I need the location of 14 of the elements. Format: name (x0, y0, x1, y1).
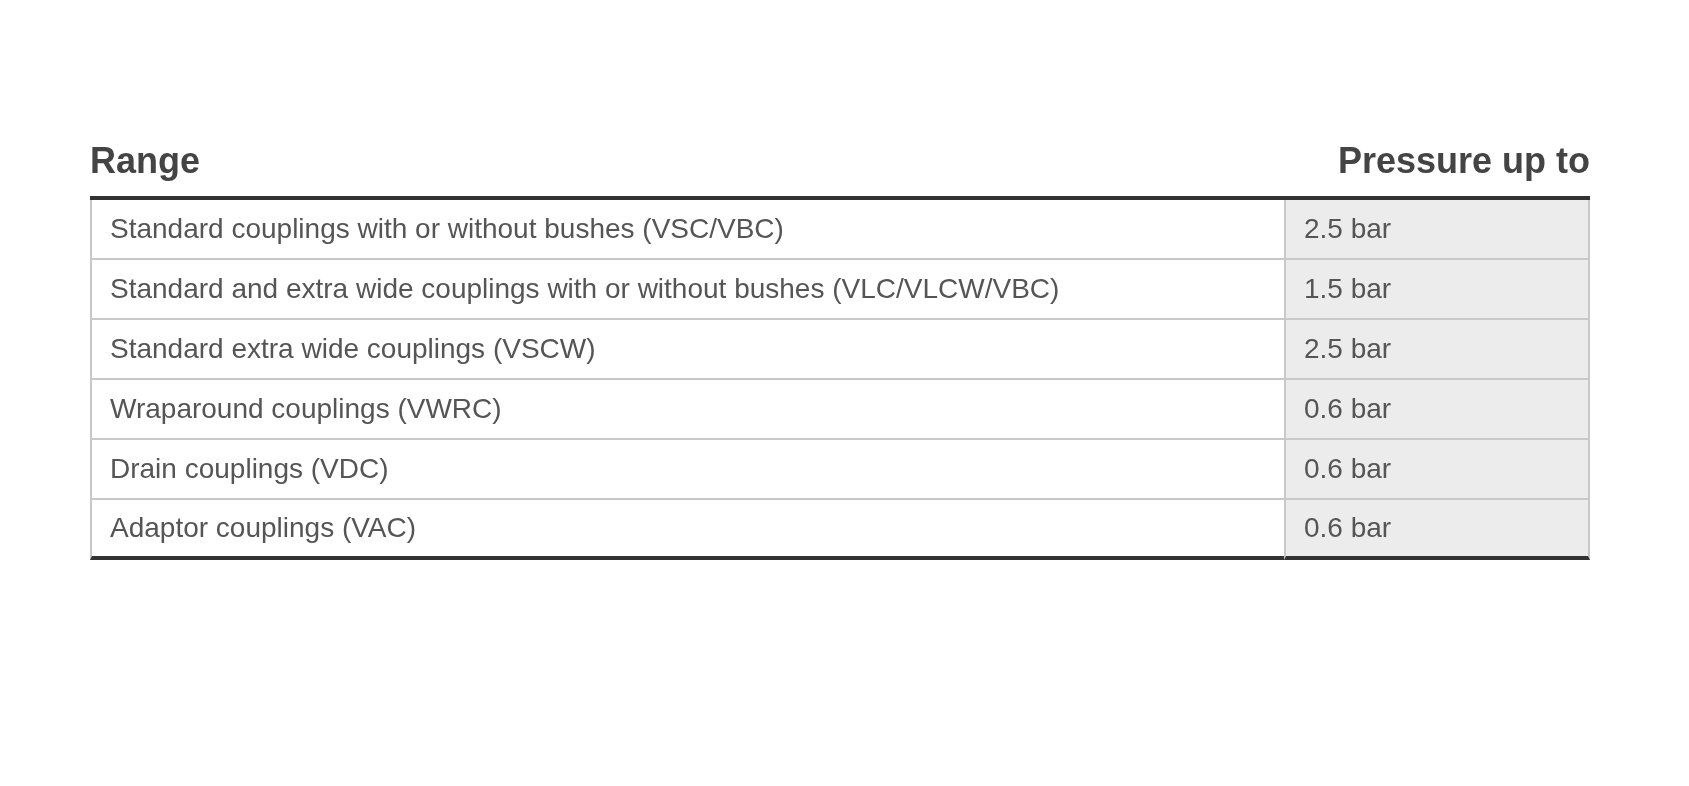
range-name: Adaptor couplings (VAC) (110, 512, 417, 544)
column-header: Range (90, 140, 201, 181)
range-name: Wraparound couplings (VWRC) (110, 393, 502, 425)
pressure-value: 0.6 bar (1304, 453, 1392, 485)
range-name: Drain couplings (VDC) (110, 453, 389, 485)
range-name: Standard couplings with or without bushes (VSC/VBC) (110, 213, 784, 245)
pressure-value: 2.5 bar (1304, 333, 1392, 365)
range-name: Standard extra wide couplings (VSCW) (110, 333, 596, 365)
range-name: Standard and extra wide couplings with or without bushes (VLC/VLCW/VBC) (110, 273, 1060, 305)
column-header: Pressure up to (1337, 140, 1590, 181)
pressure-value: 1.5 bar (1304, 273, 1392, 305)
pressure-value: 2.5 bar (1304, 213, 1392, 245)
pressure-value: 0.6 bar (1304, 512, 1392, 544)
pressure-value: 0.6 bar (1304, 393, 1392, 425)
